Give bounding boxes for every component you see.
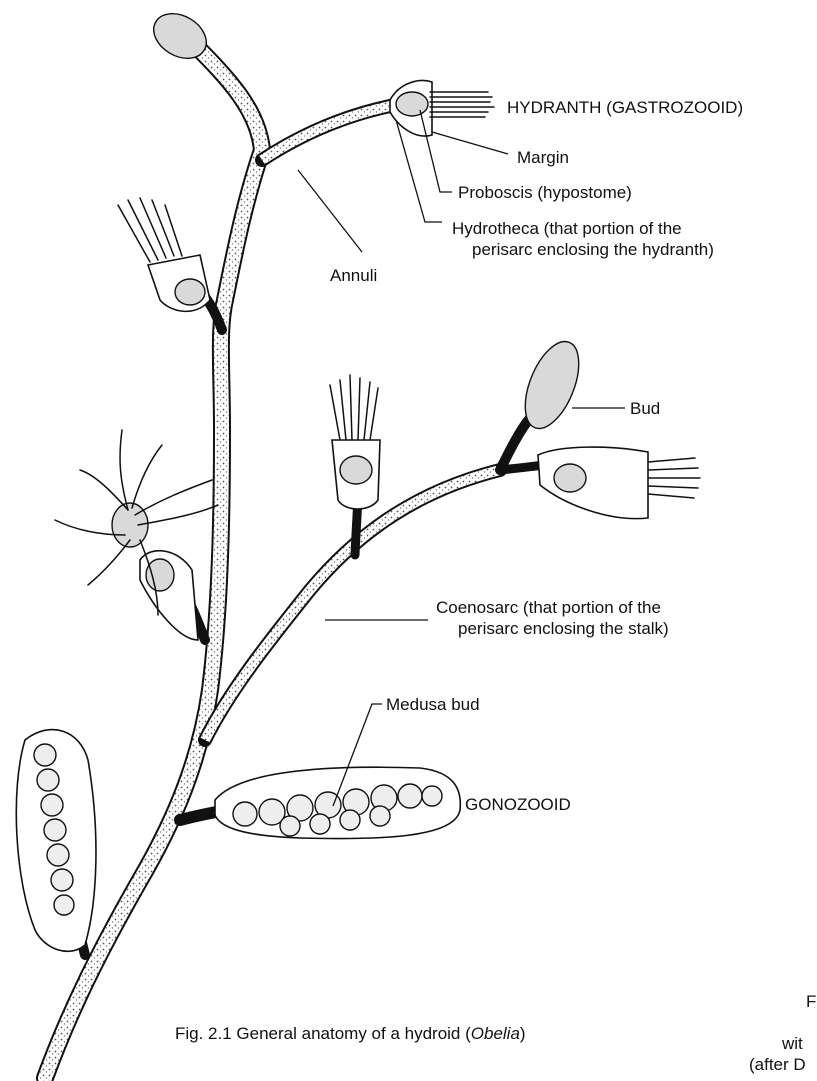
label-annuli: Annuli xyxy=(330,265,377,286)
figure-caption: Fig. 2.1 General anatomy of a hydroid (O… xyxy=(175,1024,526,1044)
left-upper-hydranth xyxy=(118,198,222,330)
cropped-text-2: wit xyxy=(782,1034,803,1054)
left-gonozooid xyxy=(16,730,96,955)
hydranth-body xyxy=(396,92,428,116)
label-bud: Bud xyxy=(630,398,660,419)
cropped-text-3: (after D xyxy=(749,1055,806,1075)
label-hydranth: HYDRANTH (GASTROZOOID) xyxy=(507,97,743,118)
right-lower-hydranth xyxy=(500,447,700,519)
cropped-text-1: F xyxy=(806,992,816,1012)
label-hydrotheca-line2: perisarc enclosing the hydranth) xyxy=(472,239,714,260)
leader-margin xyxy=(432,132,508,154)
left-expanded-hydranth xyxy=(55,430,218,640)
hydranth-tentacles xyxy=(430,92,494,117)
label-gonozooid: GONOZOOID xyxy=(465,794,571,815)
caption-prefix: Fig. 2.1 General anatomy of a hydroid ( xyxy=(175,1024,471,1043)
label-hydrotheca-line1: Hydrotheca (that portion of the xyxy=(452,218,682,239)
upper-hydranth-branch xyxy=(262,81,494,160)
gonozooid xyxy=(180,767,460,838)
label-medusa-bud: Medusa bud xyxy=(386,694,480,715)
caption-genus: Obelia xyxy=(471,1024,520,1043)
label-margin: Margin xyxy=(517,147,569,168)
caption-suffix: ) xyxy=(520,1024,526,1043)
label-proboscis: Proboscis (hypostome) xyxy=(458,182,632,203)
label-coenosarc-line1: Coenosarc (that portion of the xyxy=(436,597,661,618)
leader-annuli xyxy=(298,170,362,252)
label-coenosarc-line2: perisarc enclosing the stalk) xyxy=(458,618,669,639)
